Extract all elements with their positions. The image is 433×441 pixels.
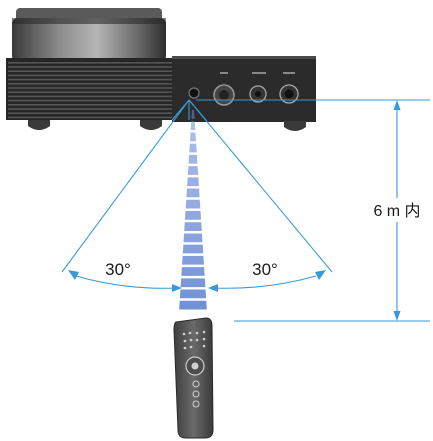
ir-beam-segment (184, 222, 202, 231)
unit-feet (28, 120, 306, 131)
ir-beam-segment (189, 143, 197, 153)
remote-lower-buttons (192, 380, 200, 408)
guide-lines (61, 99, 430, 322)
remote-top-buttons (182, 330, 206, 350)
left-angle-arc (75, 275, 177, 289)
ir-beam-segment (185, 199, 201, 209)
ir-beam-segment (179, 300, 207, 310)
left-angle-label: 30° (105, 260, 131, 279)
ir-beam-segment (187, 177, 199, 187)
right-angle-label: 30° (252, 260, 278, 279)
ir-beam-segment (184, 211, 202, 220)
arrowheads (68, 100, 401, 321)
ir-beam-segment (183, 233, 203, 243)
amplifier-unit (6, 8, 316, 131)
ir-sensor-icon (188, 87, 200, 99)
left-range-line (61, 99, 190, 273)
right-angle-arc (213, 275, 317, 289)
ir-beam (179, 110, 207, 310)
right-range-line (188, 99, 333, 273)
ir-beam-segment (186, 188, 200, 198)
top-knob (12, 8, 166, 62)
ir-beam-segment (182, 244, 204, 254)
ir-beam-segment (188, 154, 198, 164)
ir-beam-segment (181, 267, 205, 276)
ir-beam-segment (189, 132, 197, 142)
ir-beam-segment (190, 121, 196, 130)
ir-beam-segment (180, 278, 206, 288)
ir-beam-segment (182, 255, 204, 265)
ir-beam-segment (187, 166, 199, 175)
heatsink-body (6, 58, 178, 120)
ir-beam-segment (191, 110, 195, 119)
remote-control (173, 317, 214, 439)
distance-label: 6 m 内 (373, 202, 420, 220)
ir-beam-segment (179, 289, 207, 299)
